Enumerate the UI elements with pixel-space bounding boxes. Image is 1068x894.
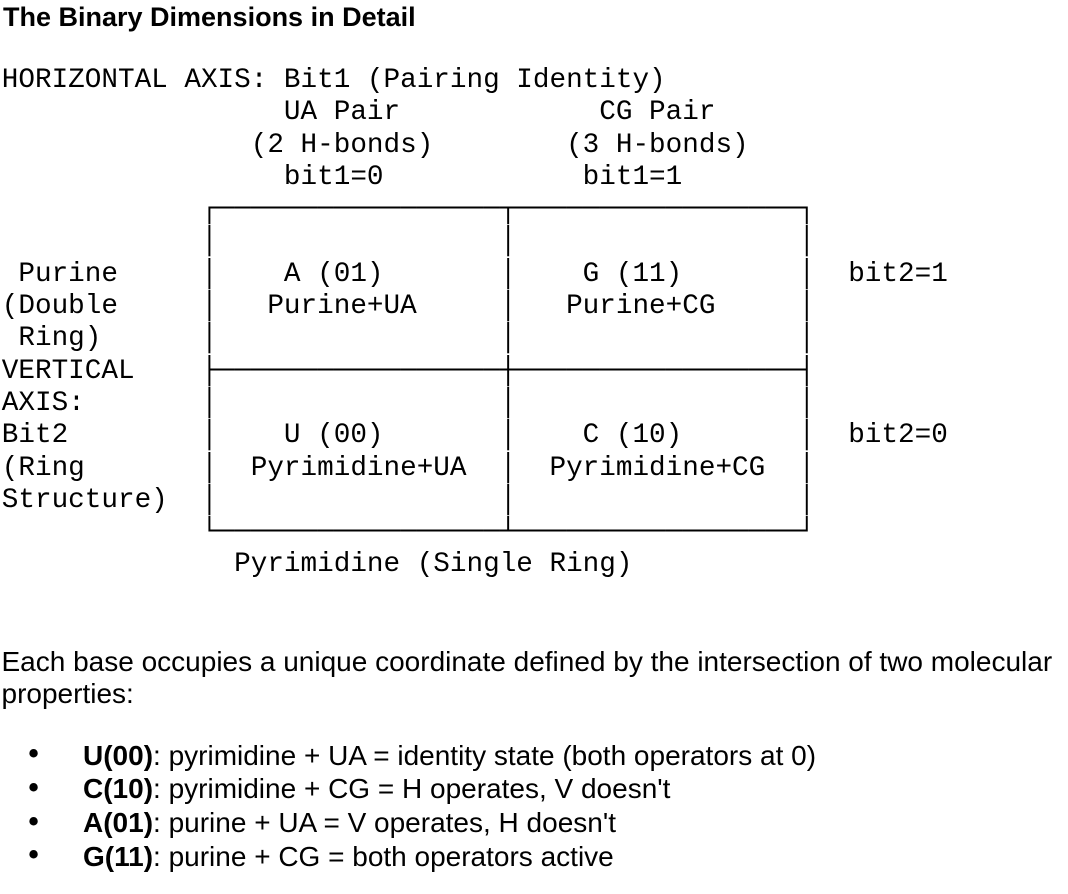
ascii-diagram-line: Pyrimidine (Single Ring): [1, 549, 633, 581]
ascii-diagram-line: (2 H-bonds) (3 H-bonds): [1, 129, 749, 161]
ascii-diagram-line: bit1=0 bit1=1: [1, 161, 683, 193]
ascii-diagram-line: Structure) │ │ │: [1, 484, 816, 516]
bullet-icon: •: [25, 804, 43, 839]
list-item: • G(11): purine + CG = both operators act…: [0, 838, 816, 873]
bullet-icon: •: [25, 770, 43, 805]
bullet-list: • U(00): pyrimidine + UA = identity state…: [0, 737, 817, 875]
page-title: The Binary Dimensions in Detail: [3, 2, 416, 33]
ascii-diagram-line: UA Pair CG Pair: [1, 97, 716, 129]
list-item-text: : purine + UA = V operates, H doesn't: [153, 807, 616, 839]
ascii-diagram-line: Ring) │ │ │: [1, 323, 816, 355]
list-item: • U(00): pyrimidine + UA = identity state…: [0, 737, 817, 772]
list-item-label: C(10): [83, 773, 154, 805]
paragraph-line: properties:: [1, 678, 134, 710]
bullet-icon: •: [25, 838, 43, 873]
ascii-diagram-line: │ │ │: [1, 226, 816, 258]
list-item-label: U(00): [83, 739, 154, 771]
bullet-icon: •: [25, 737, 43, 772]
ascii-diagram-line: Purine │ A (01) │ G (11) │ bit2=1: [1, 258, 948, 290]
ascii-diagram-line: └─────────────────┴─────────────────┘: [1, 517, 816, 549]
list-item: • C(10): pyrimidine + CG = H operates, V …: [0, 770, 816, 805]
ascii-diagram: HORIZONTAL AXIS: Bit1 (Pairing Identity)…: [2, 65, 948, 582]
list-item: • A(01): purine + UA = V operates, H does…: [0, 804, 816, 839]
ascii-diagram-line: VERTICAL ├─────────────────┼────────────…: [1, 355, 816, 387]
list-item-label: G(11): [83, 840, 154, 872]
ascii-diagram-line: (Ring │ Pyrimidine+UA │ Pyrimidine+CG │: [1, 452, 816, 484]
ascii-diagram-line: AXIS: │ │ │: [1, 387, 816, 419]
list-item-label: A(01): [83, 807, 154, 839]
list-item-text: : purine + CG = both operators active: [153, 840, 614, 872]
paragraph: Each base occupies a unique coordinate d…: [2, 646, 1053, 711]
list-item-text: : pyrimidine + CG = H operates, V doesn'…: [153, 773, 671, 805]
paragraph-line: Each base occupies a unique coordinate d…: [1, 645, 1053, 677]
list-item-text: : pyrimidine + UA = identity state (both…: [153, 739, 817, 771]
ascii-diagram-line: Bit2 │ U (00) │ C (10) │ bit2=0: [1, 420, 948, 452]
ascii-diagram-line: HORIZONTAL AXIS: Bit1 (Pairing Identity): [1, 65, 666, 96]
ascii-diagram-line: (Double │ Purine+UA │ Purine+CG │: [1, 291, 816, 323]
ascii-diagram-line: ┌─────────────────┬─────────────────┐: [1, 194, 816, 226]
